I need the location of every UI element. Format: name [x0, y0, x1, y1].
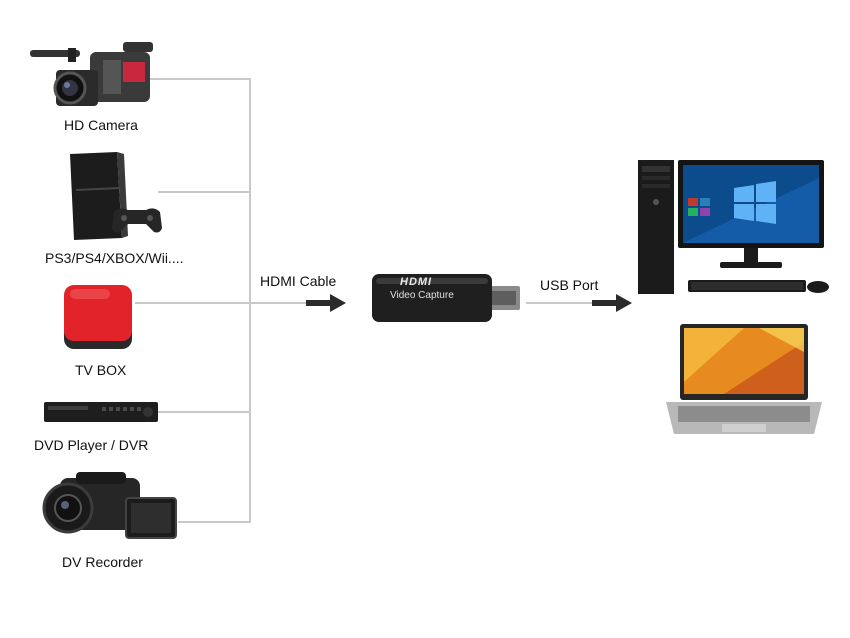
dv-recorder-icon [38, 470, 178, 542]
connector-line-console [158, 191, 250, 193]
hd-camera-label: HD Camera [64, 117, 138, 133]
connector-line-usb [526, 302, 594, 304]
connector-line-vertical [249, 78, 251, 523]
connector-line-dv-recorder [178, 521, 250, 523]
console-label: PS3/PS4/XBOX/Wii.... [45, 250, 184, 266]
dv-recorder-label: DV Recorder [62, 554, 143, 570]
game-console-icon [62, 150, 162, 242]
usb-port-label: USB Port [540, 277, 599, 293]
connector-line-main [250, 302, 310, 304]
dvd-player-icon [44, 400, 158, 424]
tv-box-icon [62, 283, 134, 353]
capture-brand-text: HDMI [400, 276, 433, 288]
usb-capture-dongle-icon: HDMI Video Capture [370, 270, 522, 326]
tv-box-label: TV BOX [75, 362, 127, 378]
connector-line-hd-camera [150, 78, 250, 80]
capture-name-text: Video Capture [390, 290, 454, 301]
hdmi-cable-label: HDMI Cable [260, 273, 337, 289]
connector-line-tv-box [135, 302, 250, 304]
connector-line-dvd [158, 411, 250, 413]
usb-arrow-icon [592, 293, 632, 313]
hdmi-arrow-icon [306, 293, 346, 313]
laptop-icon [664, 322, 824, 438]
hd-camera-icon [28, 38, 158, 113]
desktop-computer-icon [636, 158, 836, 298]
dvd-player-label: DVD Player / DVR [34, 437, 149, 453]
